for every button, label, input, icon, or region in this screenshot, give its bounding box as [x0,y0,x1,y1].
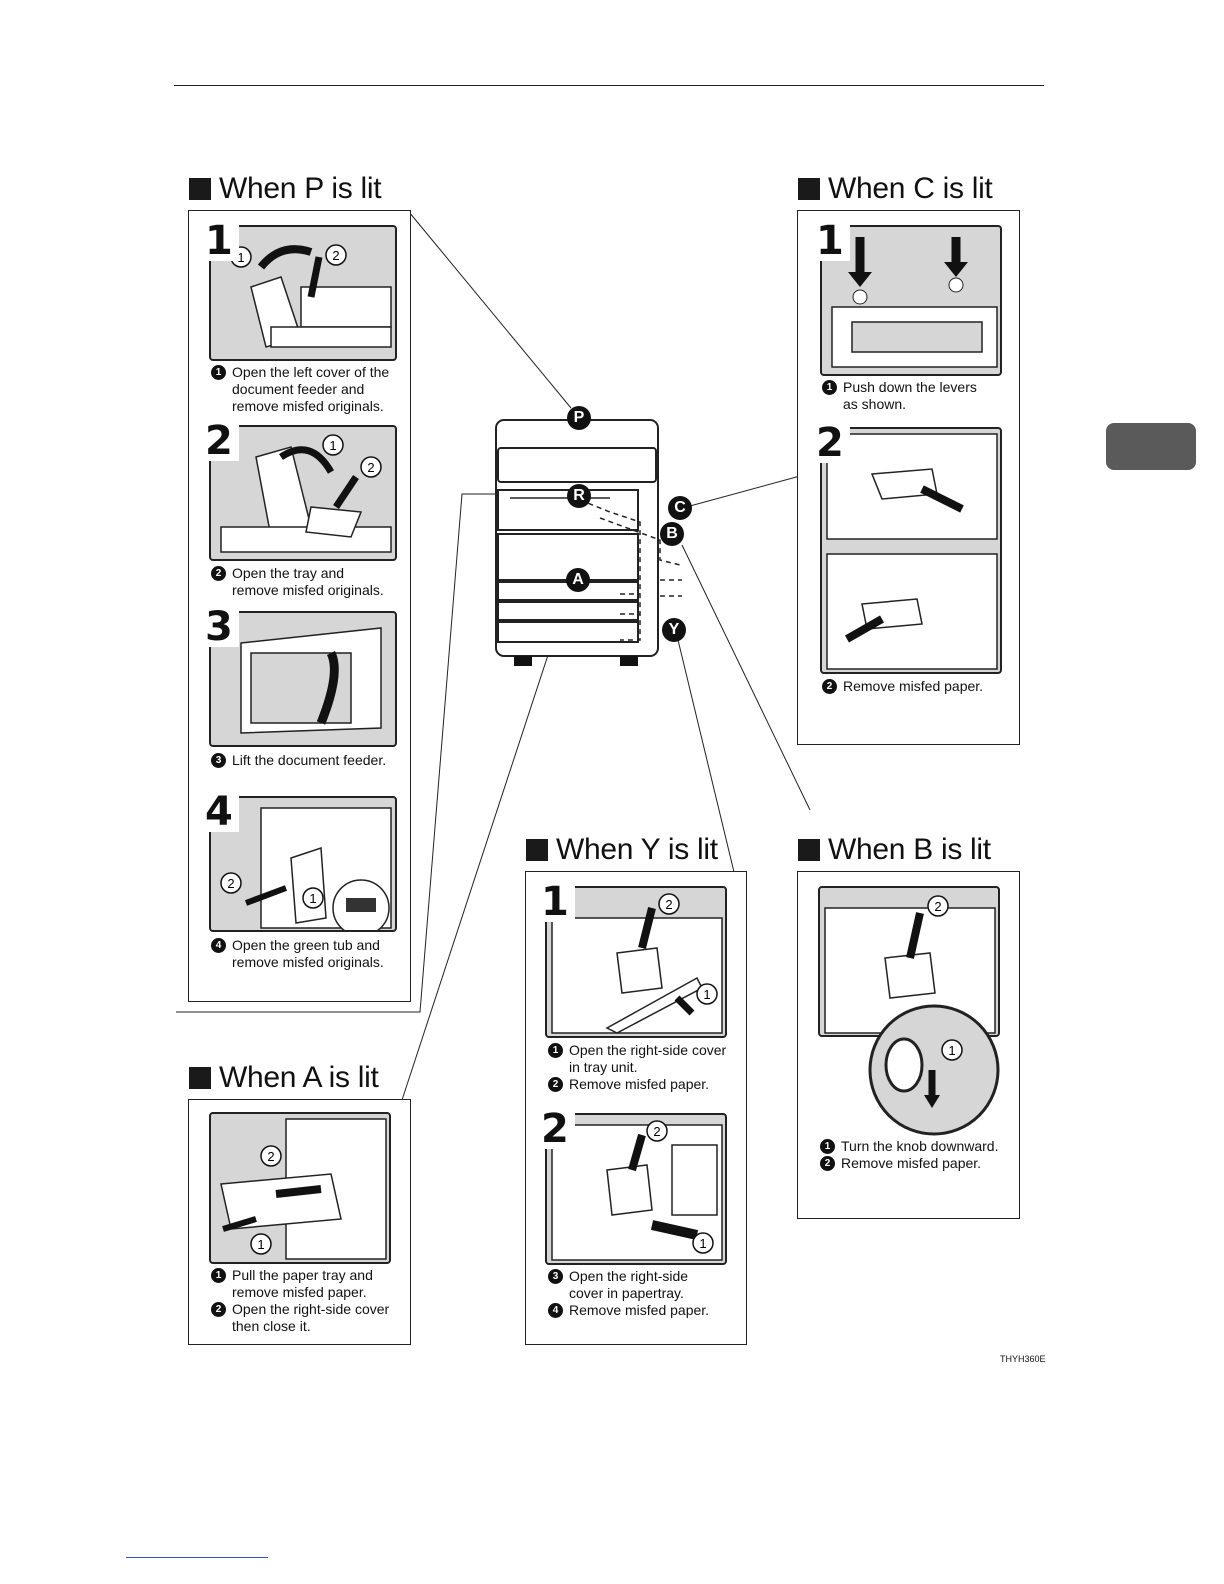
step-number: 1 [816,221,850,261]
svg-text:1: 1 [309,891,316,906]
step-badge: 1 [548,1043,563,1058]
step-number: 1 [541,882,575,922]
step-number: 1 [205,221,239,261]
step-number: 2 [205,421,239,461]
svg-text:1: 1 [257,1237,264,1252]
step-badge: 2 [211,1302,226,1317]
svg-text:1: 1 [237,250,244,265]
svg-text:2: 2 [653,1124,660,1139]
svg-text:1: 1 [948,1043,955,1058]
pin-p: P [567,406,591,430]
illustration-c-2 [820,427,1002,674]
step-badge: 2 [211,566,226,581]
step-badge: 1 [211,365,226,380]
step-badge: 2 [548,1077,563,1092]
knob-detail-callout: 1 [868,1004,1000,1136]
svg-text:2: 2 [227,876,234,891]
step-badge: 1 [211,1268,226,1283]
step-badge: 2 [820,1156,835,1171]
svg-text:2: 2 [665,897,672,912]
illustration-b-1: 2 [818,886,1000,1037]
section-title-c: When C is lit [798,172,993,206]
svg-text:2: 2 [934,899,941,914]
section-title-a: When A is lit [189,1061,379,1095]
svg-text:2: 2 [367,460,374,475]
chapter-tab [1106,423,1196,470]
step-badge: 4 [548,1303,563,1318]
pin-b: B [660,522,684,546]
step-badge: 4 [211,938,226,953]
svg-text:2: 2 [332,248,339,263]
step-number: 2 [541,1109,575,1149]
section-title-y: When Y is lit [526,833,718,867]
step-number: 4 [205,792,239,832]
figure-code: THYH360E [1000,1354,1046,1364]
svg-text:2: 2 [267,1149,274,1164]
svg-text:1: 1 [703,987,710,1002]
pin-a: A [566,568,590,592]
pin-r: R [567,484,591,508]
illustration-p-3 [209,611,397,747]
step-badge: 3 [211,753,226,768]
pin-c: C [668,496,692,520]
illustration-c-1 [820,225,1002,376]
section-title-b: When B is lit [798,833,991,867]
step-badge: 1 [820,1139,835,1154]
step-badge: 1 [822,380,837,395]
svg-text:1: 1 [329,438,336,453]
step-badge: 3 [548,1269,563,1284]
svg-text:1: 1 [699,1236,706,1251]
section-title-p: When P is lit [189,172,382,206]
pin-y: Y [662,618,686,642]
step-number: 3 [205,607,239,647]
step-number: 2 [816,423,850,463]
footer-link-rule [126,1557,268,1558]
header-rule [174,85,1044,86]
step-badge: 2 [822,679,837,694]
